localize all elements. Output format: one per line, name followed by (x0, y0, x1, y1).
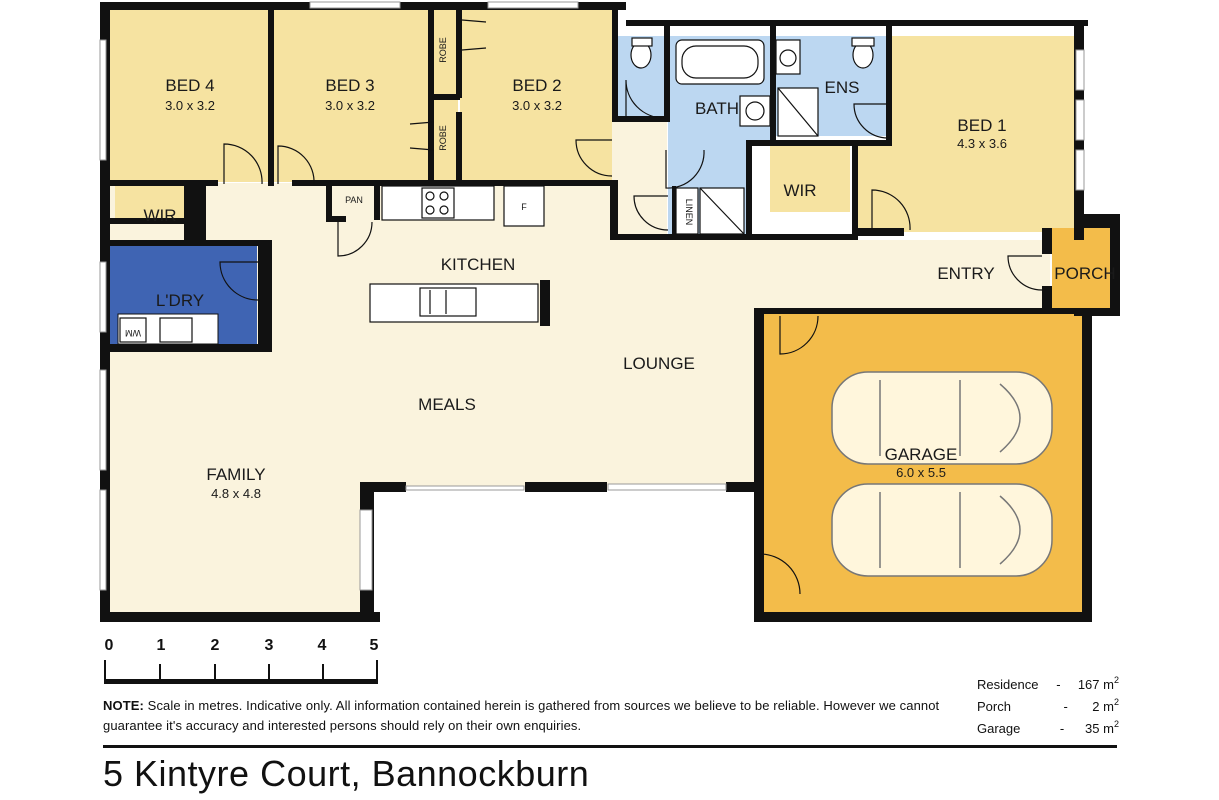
fridge-space (503, 185, 545, 227)
kitchen-sink (419, 287, 477, 317)
bath-name: BATH (695, 99, 739, 118)
garage-name: GARAGE (885, 445, 958, 464)
room-labels: BED 4 3.0 x 3.2 BED 3 3.0 x 3.2 BED 2 3.… (125, 37, 1116, 501)
laundry-name: L'DRY (156, 291, 204, 310)
kitchen-name: KITCHEN (441, 255, 516, 274)
note-label: NOTE: (103, 698, 144, 713)
scale-bar: 0 1 2 3 4 5 (104, 637, 379, 684)
meals-name: MEALS (418, 395, 476, 414)
area-value: 167 m2 (1077, 675, 1119, 693)
doors (219, 19, 1043, 595)
bed1-dims: 4.3 x 3.6 (957, 136, 1007, 151)
hall-floor (612, 120, 667, 240)
scale-tick-4: 4 (318, 637, 327, 654)
windows (99, 1, 1085, 591)
wm-name: WM (125, 328, 141, 338)
robe-lower-name: ROBE (438, 125, 448, 151)
fridge-name: F (521, 202, 527, 212)
wir-master-floor (770, 146, 850, 212)
bed3-floor (274, 10, 430, 182)
bed1-floor (888, 36, 1076, 232)
area-dash: - (1056, 677, 1061, 692)
fixtures (119, 37, 875, 343)
scale-tick-5: 5 (370, 637, 379, 654)
bed3-name: BED 3 (325, 76, 374, 95)
robe-upper-name: ROBE (438, 37, 448, 63)
laundry-trough (159, 317, 193, 343)
scale-tick-0: 0 (105, 637, 114, 654)
wir-master-name: WIR (783, 181, 816, 200)
area-name: Garage (977, 721, 1021, 736)
wir-bed4-floor (115, 183, 185, 221)
area-dash: - (1063, 699, 1068, 714)
porch-name: PORCH (1054, 264, 1115, 283)
bed2-name: BED 2 (512, 76, 561, 95)
pan-name: PAN (345, 195, 363, 205)
area-name: Residence (977, 677, 1039, 692)
cooktop (421, 187, 455, 219)
linen-name: LINEN (684, 199, 694, 226)
area-dash: - (1059, 721, 1065, 736)
bed3-dims: 3.0 x 3.2 (325, 98, 375, 113)
bed4-dims: 3.0 x 3.2 (165, 98, 215, 113)
robe-upper-floor (432, 10, 458, 96)
linen-cupboard (675, 187, 699, 235)
divider-rule (103, 745, 1117, 748)
entry-name: ENTRY (937, 264, 994, 283)
car-icon-2 (831, 483, 1053, 577)
family-dims: 4.8 x 4.8 (211, 486, 261, 501)
area-summary: Residence - 167 m2 Porch - 2 m2 Garage -… (977, 674, 1119, 740)
car-icon (831, 371, 1053, 465)
area-name: Porch (977, 699, 1011, 714)
scale-tick-1: 1 (157, 637, 166, 654)
disclaimer-note: NOTE: Scale in metres. Indicative only. … (103, 696, 953, 736)
wir-bed4-name: WIR (143, 206, 176, 225)
floor-plan: BED 4 3.0 x 3.2 BED 3 3.0 x 3.2 BED 2 3.… (99, 1, 1120, 684)
bed4-floor (110, 10, 270, 182)
lounge-name: LOUNGE (623, 354, 695, 373)
scale-tick-2: 2 (211, 637, 220, 654)
area-value: 2 m2 (1092, 697, 1119, 715)
scale-tick-3: 3 (265, 637, 274, 654)
robe-lower-floor (432, 98, 458, 182)
note-text: Scale in metres. Indicative only. All in… (103, 698, 940, 733)
bed1-name: BED 1 (957, 116, 1006, 135)
property-address: 5 Kintyre Court, Bannockburn (103, 753, 590, 794)
area-row-residence: Residence - 167 m2 (977, 674, 1119, 696)
bed4-name: BED 4 (165, 76, 214, 95)
area-row-porch: Porch - 2 m2 (977, 696, 1119, 718)
family-name: FAMILY (206, 465, 265, 484)
bed2-dims: 3.0 x 3.2 (512, 98, 562, 113)
garage-dims: 6.0 x 5.5 (896, 465, 946, 480)
area-value: 35 m2 (1085, 719, 1119, 737)
area-row-garage: Garage - 35 m2 (977, 718, 1119, 740)
washing-machine (119, 317, 147, 343)
porch-floor (1052, 228, 1112, 310)
ens-name: ENS (825, 78, 860, 97)
living-floor (105, 183, 1050, 612)
bed2-floor (460, 10, 612, 182)
